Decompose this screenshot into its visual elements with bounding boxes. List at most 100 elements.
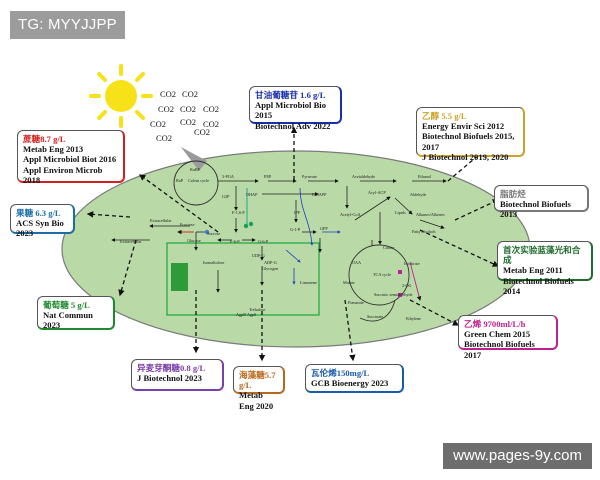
callout-heading: 果糖 6.3 g/L (16, 208, 61, 218)
light-arrow-icon (181, 147, 207, 171)
pathway-label-pga3: 3-PGA (222, 174, 234, 179)
co2-label: CO2 (156, 133, 172, 143)
co2-label: CO2 (180, 104, 196, 114)
callout-reference: Nat Commun 2023 (43, 310, 93, 331)
pathway-label-udpg: UDP-G (252, 253, 265, 258)
callout-heading: 葡萄糖 5 g/L (43, 300, 90, 310)
co2-label: CO2 (203, 104, 219, 114)
pathway-label-pep: PEP (264, 174, 272, 179)
pathway-label-dhap: DHAP (246, 192, 258, 197)
calvin-cycle-ring (173, 160, 219, 206)
pathway-label-isomaltulose: Isomaltulose (203, 260, 225, 265)
callout-heading: 瓦伦烯150mg/L (311, 368, 370, 378)
callout-reference: Biotechnol Biofuels 2013 (500, 199, 571, 220)
callout-reference: Green Chem 2015 (464, 329, 531, 340)
co2-label: CO2 (203, 119, 219, 129)
co2-label: CO2 (182, 89, 198, 99)
callout-heading: 脂肪烃 (500, 189, 526, 199)
callout-heading: 蔗糖8.7 g/L (23, 134, 66, 144)
green-module-block (171, 263, 188, 291)
pathway-label-oaa: OAA (352, 260, 361, 265)
pathway-label-dmapp: DMAPP (312, 192, 327, 197)
callout-reference: Biotechnol Biofuels 2014 (503, 275, 574, 296)
pathway-label-ethanol: Ethanol (418, 174, 432, 179)
pathway-label-rup: RuP (176, 178, 184, 183)
pathway-label-glucose: Glucose (187, 238, 201, 243)
pathway-label-ipp: IPP (294, 210, 301, 215)
co2-label: CO2 (180, 117, 196, 127)
callout-reference: GCB Bioenergy 2023 (311, 378, 389, 389)
callout-reference: J Biotechnol 2023 (137, 373, 202, 384)
watermark-bottom: www.pages-9y.com (443, 443, 592, 469)
pathway-label-fumarate: Fumarate (348, 300, 364, 305)
pathway-label-lipids: Lipids (395, 210, 406, 215)
callout-reference: J Biotechnol 2019, 2020 (422, 151, 509, 162)
callout-heading: 乙烯 9700ml/L/h (464, 319, 526, 329)
pathway-label-f6p: F-6-P (230, 239, 240, 244)
callout-reference: Metab Eng 2020 (239, 390, 274, 411)
pathway-label-acetyl-coa: Acetyl-CoA (340, 212, 360, 217)
pathway-label-g3p: G3P (222, 194, 230, 199)
callout-reference: ACS Syn Bio 2023 (16, 218, 64, 239)
pathway-label-trehalose: Trehalose (249, 307, 266, 312)
pathway-label-ketoglutarate: 2-OG (402, 283, 412, 288)
callout-reference: Appl Microbiol Biot 2016 (23, 154, 117, 165)
pathway-label-pyruvate: Pyruvate (302, 174, 317, 179)
pathway-label-glycogen: Glycogen (262, 266, 279, 271)
callout-heading: 首次实验蓝藻光和合成 (503, 245, 581, 266)
pathway-label-agp: AgpR AgpS (236, 312, 257, 317)
callout-heading: 甘油葡糖苷 1.6 g/L (255, 90, 326, 100)
pathway-label-fatty-alcohols: Fatty alcohols (412, 229, 436, 234)
callout-reference: Appl Environ Microb 2018 (23, 164, 103, 185)
pathway-label-succinic-semialdehyde: Succinic semialdehyde (374, 292, 413, 297)
pathway-label-extracellular-mid: Extracellular (120, 239, 142, 244)
enzyme-markers (204, 221, 402, 297)
watermark-top: TG: MYYJJPP (10, 11, 125, 39)
pathway-label-fructose: Fructose (180, 222, 195, 227)
pathway-label-acetaldehyde: Acetaldehyde (352, 174, 375, 179)
pathway-label-ethylene: Ethylene (406, 316, 421, 321)
co2-label: CO2 (194, 127, 210, 137)
callout-heading: 海藻糖5.7 g/L (239, 370, 276, 391)
co2-label: CO2 (150, 119, 166, 129)
pathway-label-adpg: ADP-G (264, 260, 277, 265)
pathway-label-gpp: GPP (320, 226, 328, 231)
pathway-label-g1p: G-1-P (290, 227, 301, 232)
tca-cycle-ring (348, 244, 410, 306)
pathway-label-malate: Malate (343, 280, 355, 285)
co2-label: CO2 (158, 104, 174, 114)
glycogen-region (166, 242, 320, 316)
callout-reference: Biotechnol Biofuels 2015, 2017 (422, 131, 515, 152)
callout-heading: 乙醇 5.5 g/L (422, 111, 467, 121)
pathway-label-f16p: F-1,6-P (232, 210, 245, 216)
pathway-label-extracellular-top: Extracellular (150, 218, 172, 223)
callout-reference: Energy Envir Sci 2012 (422, 121, 505, 132)
pathway-label-g6p: G-6-P (258, 239, 269, 244)
engineered-arrows (177, 188, 422, 322)
pathway-label-sucrose: Sucrose (207, 231, 220, 236)
pathway-label-limonene: Limonene (300, 280, 317, 285)
pathway-label-succinate: Succinate (367, 314, 383, 319)
callout-reference: Biotechnol Adv 2022 (255, 120, 331, 131)
pathway-label-tca: TCA cycle (373, 272, 391, 277)
pathway-label-rubp: RuBP (190, 167, 201, 172)
pathway-label-citrate: Citrate (383, 245, 395, 250)
pathway-label-aldehyde: Aldehyde (410, 192, 426, 197)
callout-reference: Appl Microbiol Bio 2015 (255, 100, 326, 121)
pathway-arrows (111, 179, 447, 293)
